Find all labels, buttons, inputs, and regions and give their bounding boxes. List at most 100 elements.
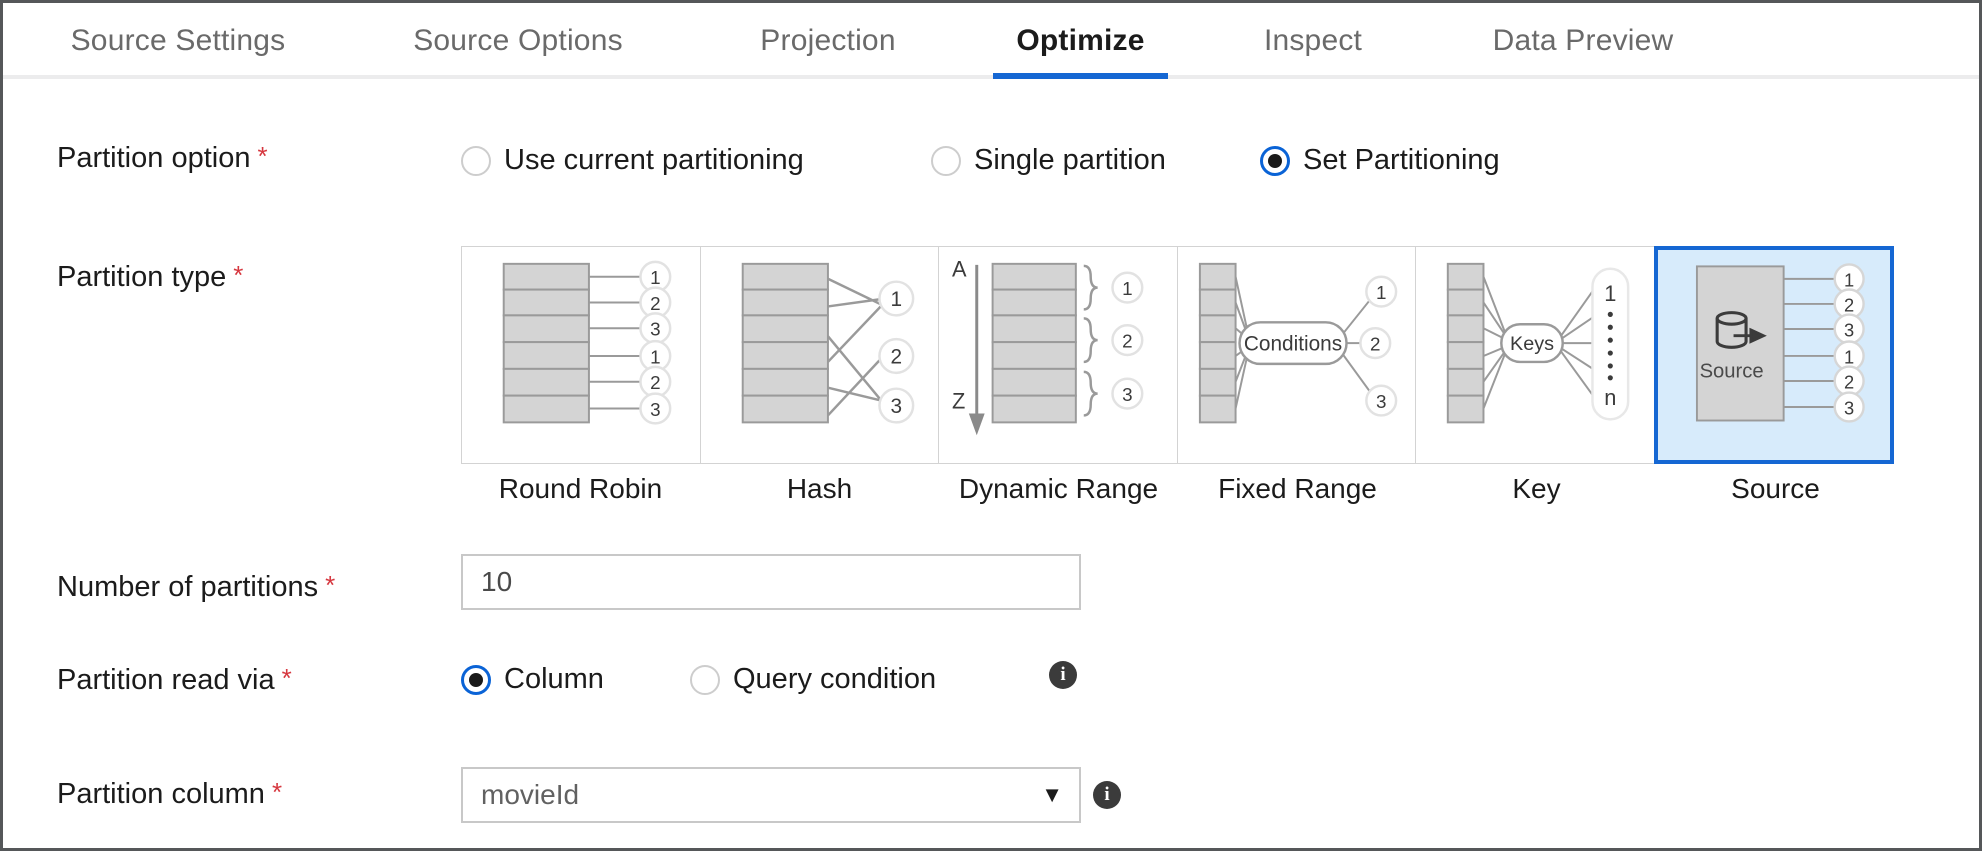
- partition-type-label: Partition type*: [57, 260, 243, 294]
- svg-text:1: 1: [1844, 269, 1854, 290]
- tile-caption-hash: Hash: [786, 473, 853, 504]
- hash-diagram: 123: [741, 262, 914, 424]
- svg-text:3: 3: [650, 399, 660, 420]
- partition-column-info-icon[interactable]: i: [1093, 781, 1121, 809]
- partition-type-captions: Round Robin Hash Dynamic Range Fixed Ran…: [461, 473, 1895, 515]
- radio-use-current-partitioning[interactable]: Use current partitioning: [461, 144, 804, 177]
- required-asterisk: *: [271, 777, 283, 807]
- tab-label: Inspect: [1263, 24, 1363, 57]
- radio-circle-selected-icon: [1260, 145, 1290, 176]
- required-asterisk: *: [325, 570, 336, 600]
- dynamic-range-diagram: A Z: [952, 257, 1144, 436]
- svg-text:1: 1: [1844, 346, 1854, 367]
- tile-caption-dynamic-range: Dynamic Range: [958, 473, 1159, 504]
- tab-label: Optimize: [1016, 24, 1145, 57]
- conditions-node-label: Conditions: [1243, 333, 1341, 356]
- radio-read-via-query-condition[interactable]: Query condition: [690, 663, 936, 696]
- partition-read-via-info-icon[interactable]: i: [1049, 661, 1077, 689]
- tab-label: Data Preview: [1492, 24, 1674, 57]
- tab-inspect[interactable]: Inspect: [1253, 3, 1373, 79]
- key-pill-bottom-label: n: [1604, 385, 1616, 410]
- partition-type-tile-fixed-range[interactable]: Conditions 1 2 3: [1176, 246, 1417, 464]
- partition-read-via-label-text: Partition read via: [57, 664, 275, 696]
- svg-text:3: 3: [1844, 397, 1854, 418]
- svg-text:2: 2: [1844, 294, 1854, 315]
- source-node-label: Source: [1699, 360, 1763, 382]
- partition-type-tile-source[interactable]: Source 1 2 3 1 2 3: [1653, 246, 1894, 464]
- number-of-partitions-label: Number of partitions*: [57, 570, 335, 604]
- svg-text:2: 2: [1370, 334, 1380, 355]
- required-asterisk: *: [281, 663, 292, 693]
- range-axis-top-label: A: [952, 257, 967, 282]
- tab-source-options[interactable]: Source Options: [403, 3, 633, 79]
- partition-column-label: Partition column*: [57, 777, 282, 811]
- source-diagram: Source 1 2 3 1 2 3: [1695, 263, 1865, 423]
- keys-node-label: Keys: [1510, 333, 1554, 355]
- partition-column-select[interactable]: movieId ▼: [461, 767, 1081, 823]
- required-asterisk: *: [233, 260, 244, 290]
- svg-text:3: 3: [1375, 391, 1385, 412]
- partition-type-tile-round-robin[interactable]: 1 2 3 1 2 3: [461, 246, 701, 464]
- number-of-partitions-value: 10: [481, 566, 513, 597]
- partition-read-via-label: Partition read via*: [57, 663, 292, 697]
- radio-single-partition[interactable]: Single partition: [931, 144, 1166, 177]
- svg-text:1: 1: [1375, 282, 1385, 303]
- radio-label: Query condition: [733, 663, 937, 695]
- partition-column-label-text: Partition column: [57, 778, 265, 810]
- tab-label: Source Options: [413, 24, 623, 57]
- key-pill-top-label: 1: [1604, 281, 1616, 306]
- svg-text:1: 1: [650, 267, 660, 288]
- svg-text:2: 2: [650, 293, 660, 314]
- svg-text:1: 1: [1122, 278, 1132, 299]
- svg-text:2: 2: [1844, 371, 1854, 392]
- database-cylinder-icon: [1715, 311, 1748, 349]
- chevron-down-icon[interactable]: ▼: [1041, 782, 1063, 807]
- radio-label: Use current partitioning: [504, 144, 804, 176]
- radio-read-via-column[interactable]: Column: [461, 663, 604, 696]
- radio-circle-icon: [690, 664, 720, 695]
- tile-caption-round-robin: Round Robin: [498, 473, 663, 504]
- tab-source-settings[interactable]: Source Settings: [63, 3, 293, 79]
- tab-label: Source Settings: [70, 24, 286, 57]
- svg-text:1: 1: [650, 346, 660, 367]
- radio-circle-selected-icon: [461, 664, 491, 695]
- arrow-right-icon: [1733, 327, 1767, 344]
- partition-option-label: Partition option*: [57, 141, 268, 175]
- svg-text:2: 2: [1122, 331, 1132, 352]
- range-axis-bottom-label: Z: [952, 389, 965, 414]
- partition-type-tile-dynamic-range[interactable]: A Z: [938, 246, 1178, 464]
- tab-label: Projection: [760, 24, 896, 57]
- active-tab-underline: [993, 73, 1168, 79]
- tile-caption-key: Key: [1512, 473, 1561, 504]
- radio-circle-icon: [461, 145, 491, 176]
- fixed-range-diagram: Conditions 1 2 3: [1198, 262, 1397, 424]
- tab-data-preview[interactable]: Data Preview: [1483, 3, 1683, 79]
- svg-text:3: 3: [890, 395, 902, 418]
- tab-projection[interactable]: Projection: [748, 3, 908, 79]
- svg-text:3: 3: [1122, 384, 1132, 405]
- round-robin-diagram: 1 2 3 1 2 3: [502, 260, 672, 425]
- number-of-partitions-input[interactable]: 10: [461, 554, 1081, 610]
- radio-label: Column: [504, 663, 604, 695]
- key-diagram: Keys 1 n: [1446, 262, 1630, 424]
- partition-column-value: movieId: [481, 779, 580, 810]
- tab-bar: Source Settings Source Options Projectio…: [3, 3, 1979, 79]
- radio-set-partitioning[interactable]: Set Partitioning: [1260, 144, 1500, 177]
- required-asterisk: *: [257, 141, 268, 171]
- radio-circle-icon: [931, 145, 961, 176]
- tab-optimize[interactable]: Optimize: [993, 3, 1168, 79]
- svg-text:3: 3: [650, 319, 660, 340]
- svg-text:3: 3: [1844, 319, 1854, 340]
- tile-caption-fixed-range: Fixed Range: [1218, 473, 1377, 504]
- radio-label: Single partition: [974, 144, 1166, 176]
- partition-type-label-text: Partition type: [57, 261, 227, 293]
- svg-text:1: 1: [890, 288, 902, 311]
- partition-option-label-text: Partition option: [57, 142, 251, 174]
- svg-text:2: 2: [650, 372, 660, 393]
- number-of-partitions-label-text: Number of partitions: [57, 571, 319, 603]
- tile-caption-source: Source: [1731, 473, 1820, 504]
- partition-type-tile-key[interactable]: Keys 1 n: [1415, 246, 1655, 464]
